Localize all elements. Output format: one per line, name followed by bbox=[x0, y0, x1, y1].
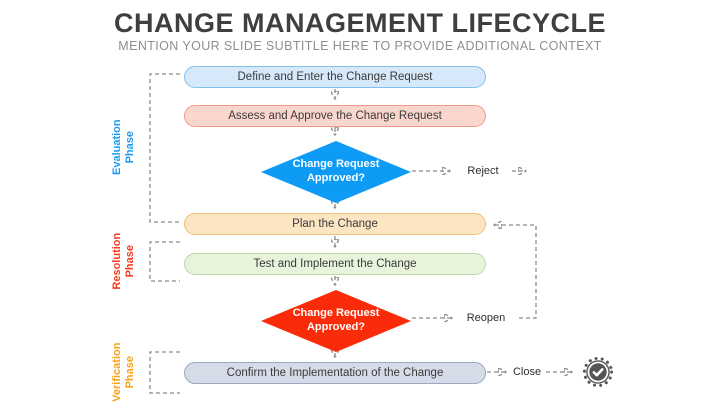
node-label-line: Approved? bbox=[306, 172, 366, 184]
node-label: Plan the Change bbox=[292, 218, 378, 230]
verified-check-seal-icon bbox=[582, 356, 614, 388]
page-title: CHANGE MANAGEMENT LIFECYCLE bbox=[114, 8, 606, 38]
node-plan-change: Plan the Change bbox=[184, 213, 486, 235]
phase-label-verification: Verification Phase bbox=[111, 307, 137, 405]
edge-reopen-to-plan bbox=[494, 225, 537, 319]
node-decision-approved-2: Change Request Approved? bbox=[261, 290, 411, 352]
node-decision-approved-1: Change Request Approved? bbox=[261, 141, 411, 203]
bracket-evaluation-phase bbox=[149, 73, 180, 223]
node-label: Test and Implement the Change bbox=[253, 258, 417, 270]
node-label-line: Change Request bbox=[292, 158, 380, 171]
bracket-verification-phase bbox=[149, 351, 180, 394]
node-define-change-request: Define and Enter the Change Request bbox=[184, 66, 486, 88]
phase-label-line: Verification bbox=[110, 342, 123, 402]
bracket-resolution-phase bbox=[149, 241, 180, 282]
edge-label-reject: Reject bbox=[465, 165, 501, 177]
node-label: Define and Enter the Change Request bbox=[237, 71, 433, 83]
phase-label-line: Phase bbox=[124, 355, 136, 389]
node-label: Confirm the Implementation of the Change bbox=[226, 367, 444, 379]
node-assess-approve: Assess and Approve the Change Request bbox=[184, 105, 486, 127]
edge-label-close: Close bbox=[510, 366, 544, 378]
phase-label-evaluation: Evaluation Phase bbox=[111, 82, 137, 212]
node-label: Assess and Approve the Change Request bbox=[228, 110, 442, 122]
node-label-line: Approved? bbox=[306, 321, 366, 333]
node-test-implement: Test and Implement the Change bbox=[184, 253, 486, 275]
edge-label-reopen: Reopen bbox=[464, 312, 508, 324]
phase-label-line: Evaluation bbox=[110, 119, 123, 175]
node-confirm-implementation: Confirm the Implementation of the Change bbox=[184, 362, 486, 384]
phase-label-line: Phase bbox=[124, 130, 136, 164]
page-subtitle: MENTION YOUR SLIDE SUBTITLE HERE TO PROV… bbox=[118, 39, 602, 53]
node-label-line: Change Request bbox=[292, 307, 380, 320]
